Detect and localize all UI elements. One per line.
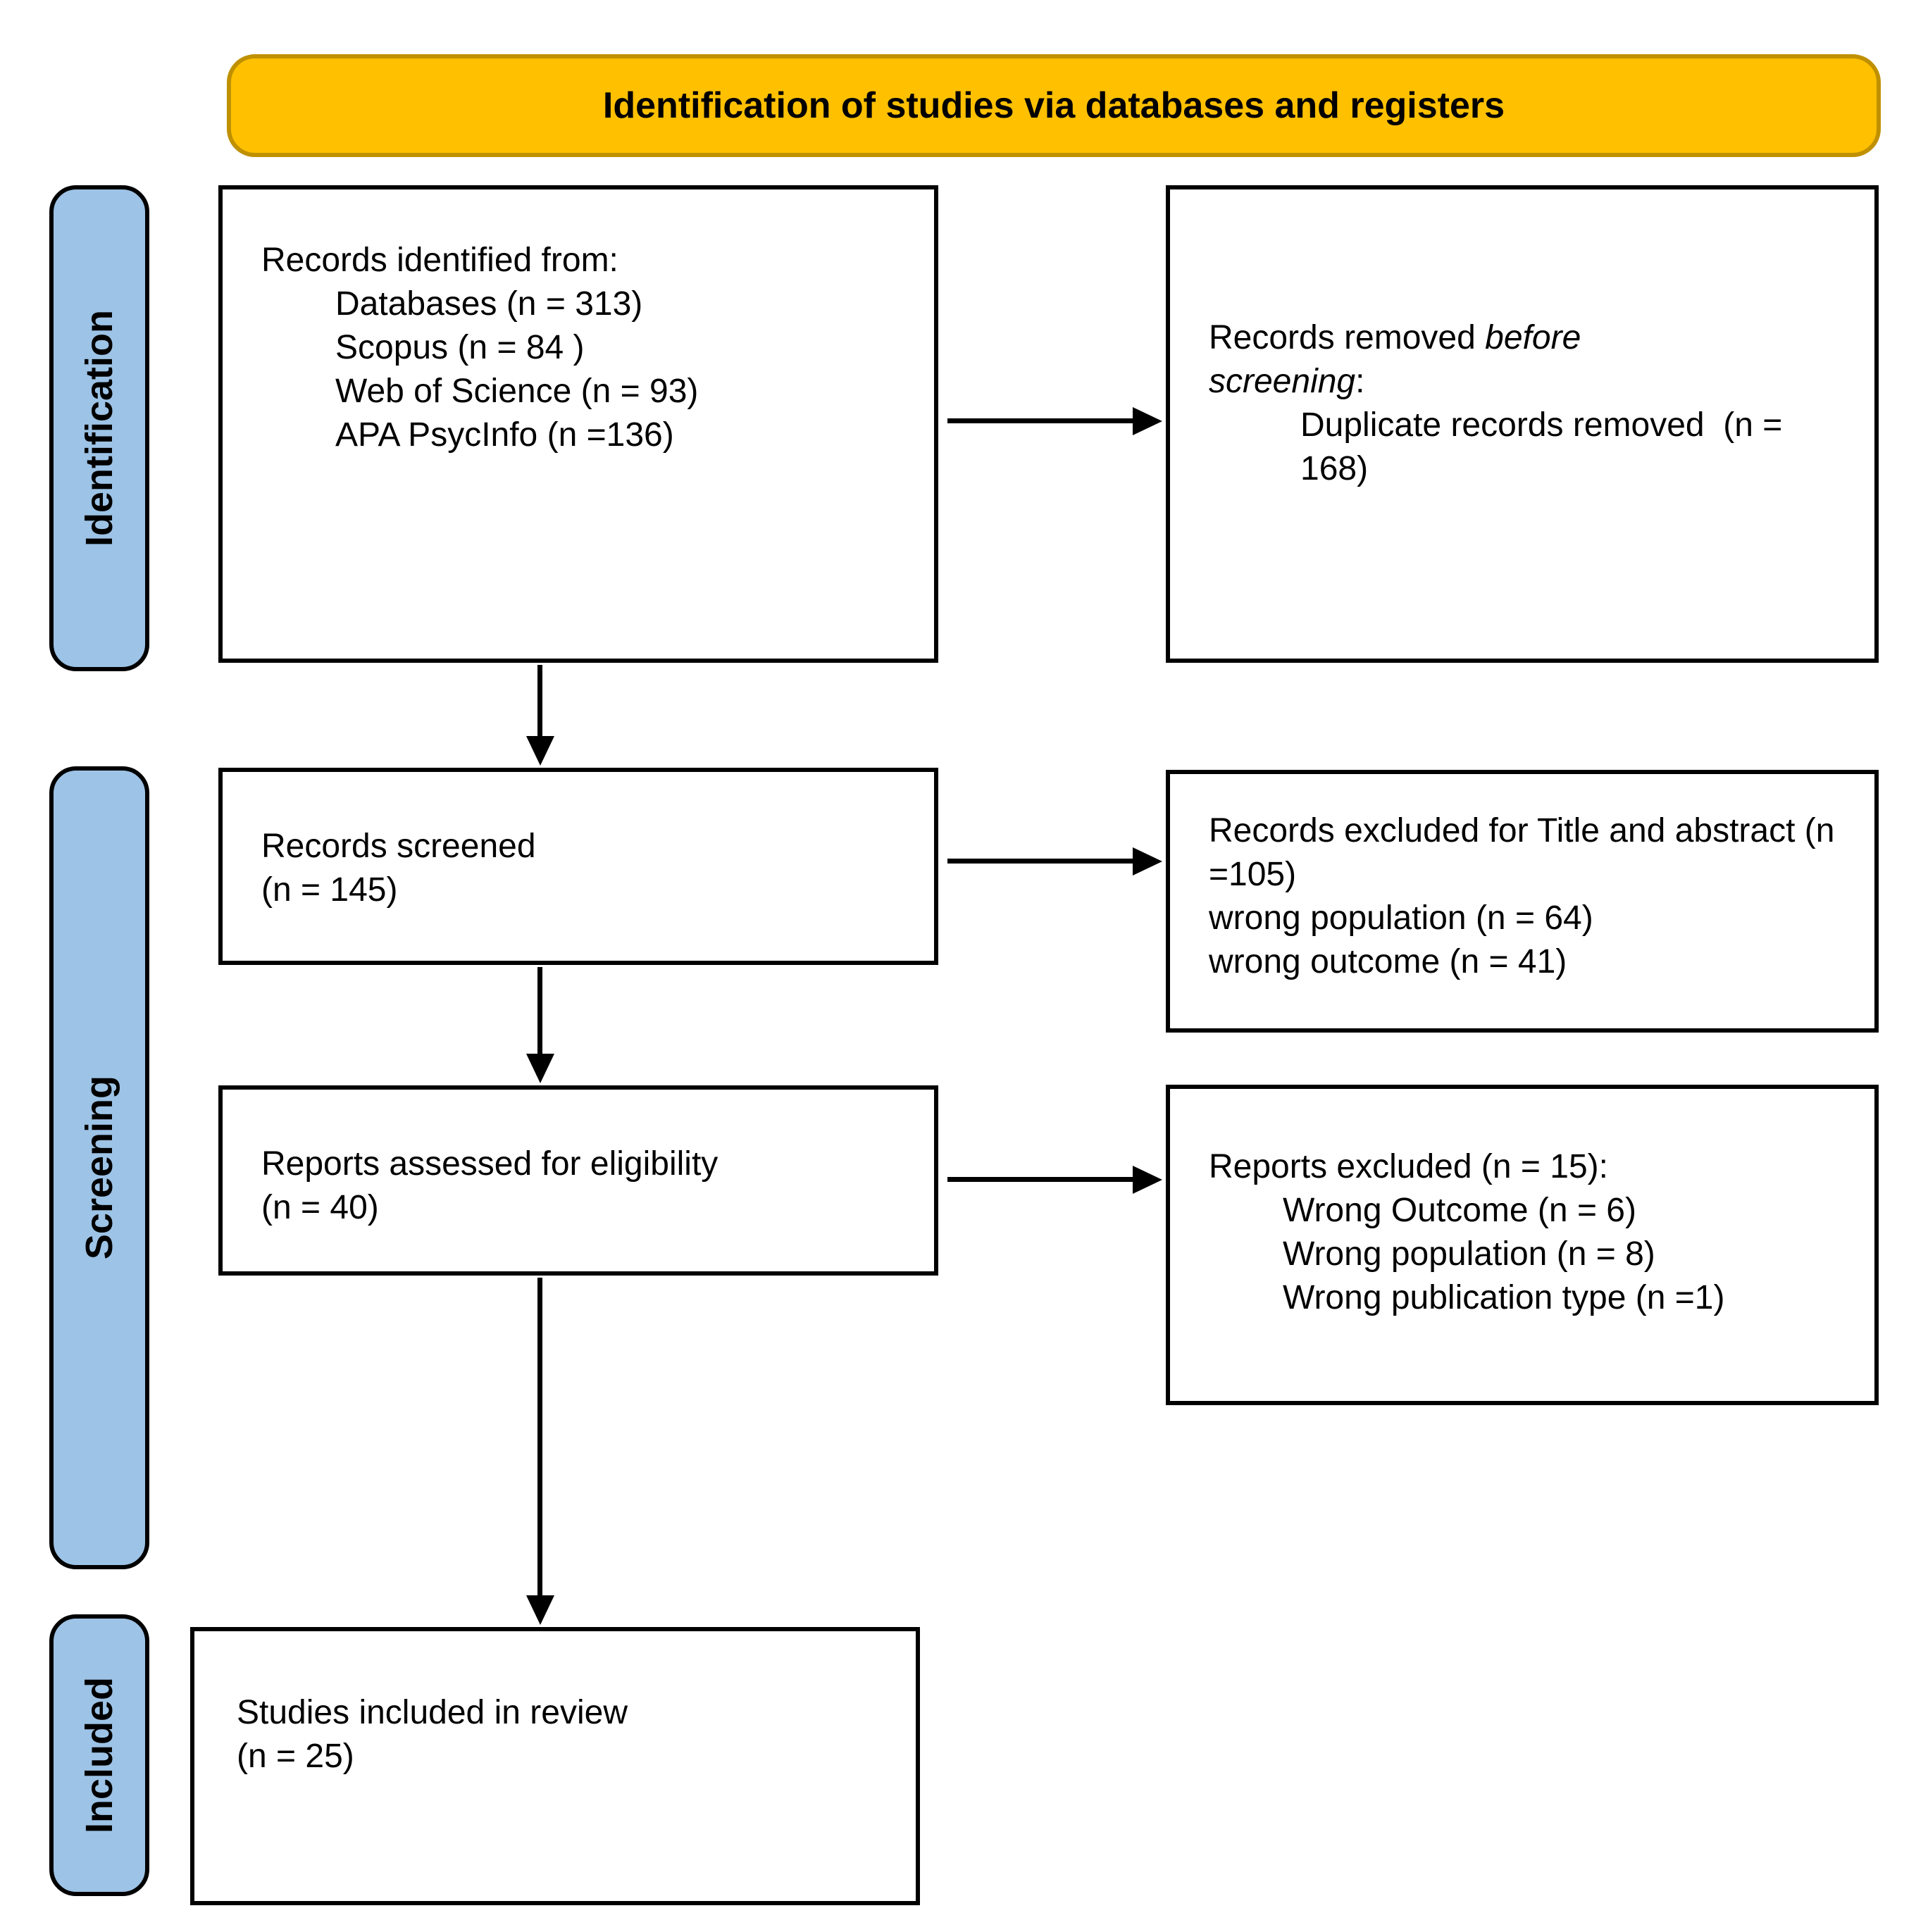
- stage-label-included: Included: [49, 1614, 149, 1896]
- records-removed-title-suffix: :: [1355, 363, 1365, 400]
- arrow-assessed-to-included: [537, 1278, 542, 1595]
- arrow-assessed-to-excluded: [947, 1177, 1133, 1182]
- box-studies-included: Studies included in review (n = 25): [190, 1627, 920, 1905]
- reports-excluded-wrong-publication-type: Wrong publication type (n =1): [1283, 1279, 1725, 1316]
- reports-assessed-label: Reports assessed for eligibility: [261, 1145, 718, 1183]
- reports-excluded-title: Reports excluded (n = 15):: [1209, 1148, 1608, 1185]
- title-banner: Identification of studies via databases …: [227, 54, 1881, 157]
- stage-label-screening: Screening: [49, 766, 149, 1569]
- studies-included-count: (n = 25): [237, 1738, 354, 1775]
- arrow-identified-to-screened: [537, 665, 542, 736]
- stage-label-identification-text: Identification: [78, 310, 120, 547]
- stage-label-included-text: Included: [78, 1676, 120, 1833]
- box-records-identified: Records identified from: Databases (n = …: [218, 185, 938, 663]
- records-excluded-wrong-outcome: wrong outcome (n = 41): [1209, 943, 1567, 980]
- records-excluded-title-abstract: Records excluded for Title and abstract …: [1209, 812, 1844, 893]
- records-identified-title: Records identified from:: [261, 242, 618, 279]
- reports-excluded-wrong-outcome: Wrong Outcome (n = 6): [1283, 1192, 1636, 1229]
- records-removed-item-duplicates: Duplicate records removed (n = 168): [1300, 406, 1792, 487]
- reports-assessed-count: (n = 40): [261, 1189, 379, 1226]
- records-identified-item-scopus: Scopus (n = 84 ): [335, 329, 585, 366]
- records-removed-title-italic: before screening: [1209, 319, 1591, 400]
- reports-excluded-wrong-population: Wrong population (n = 8): [1283, 1235, 1655, 1273]
- arrow-identified-to-removed: [947, 418, 1133, 423]
- box-reports-assessed: Reports assessed for eligibility (n = 40…: [218, 1085, 938, 1276]
- records-screened-label: Records screened: [261, 828, 536, 865]
- box-records-removed: Records removed before screening: Duplic…: [1166, 185, 1879, 663]
- records-identified-item-apa-psycinfo: APA PsycInfo (n =136): [335, 416, 674, 454]
- stage-label-identification: Identification: [49, 185, 149, 671]
- arrow-screened-to-assessed: [537, 967, 542, 1054]
- box-records-screened: Records screened (n = 145): [218, 768, 938, 965]
- records-excluded-wrong-population: wrong population (n = 64): [1209, 899, 1593, 937]
- stage-label-screening-text: Screening: [78, 1076, 120, 1260]
- records-identified-item-web-of-science: Web of Science (n = 93): [335, 373, 699, 410]
- records-removed-title-prefix: Records removed: [1209, 319, 1486, 356]
- records-identified-item-databases: Databases (n = 313): [335, 285, 643, 323]
- diagram-title: Identification of studies via databases …: [602, 85, 1505, 126]
- box-records-excluded-screening: Records excluded for Title and abstract …: [1166, 770, 1879, 1033]
- records-screened-count: (n = 145): [261, 871, 398, 909]
- box-reports-excluded: Reports excluded (n = 15): Wrong Outcome…: [1166, 1085, 1879, 1405]
- records-removed-title: Records removed before screening:: [1209, 316, 1702, 404]
- arrow-screened-to-excluded: [947, 859, 1133, 864]
- studies-included-label: Studies included in review: [237, 1694, 628, 1731]
